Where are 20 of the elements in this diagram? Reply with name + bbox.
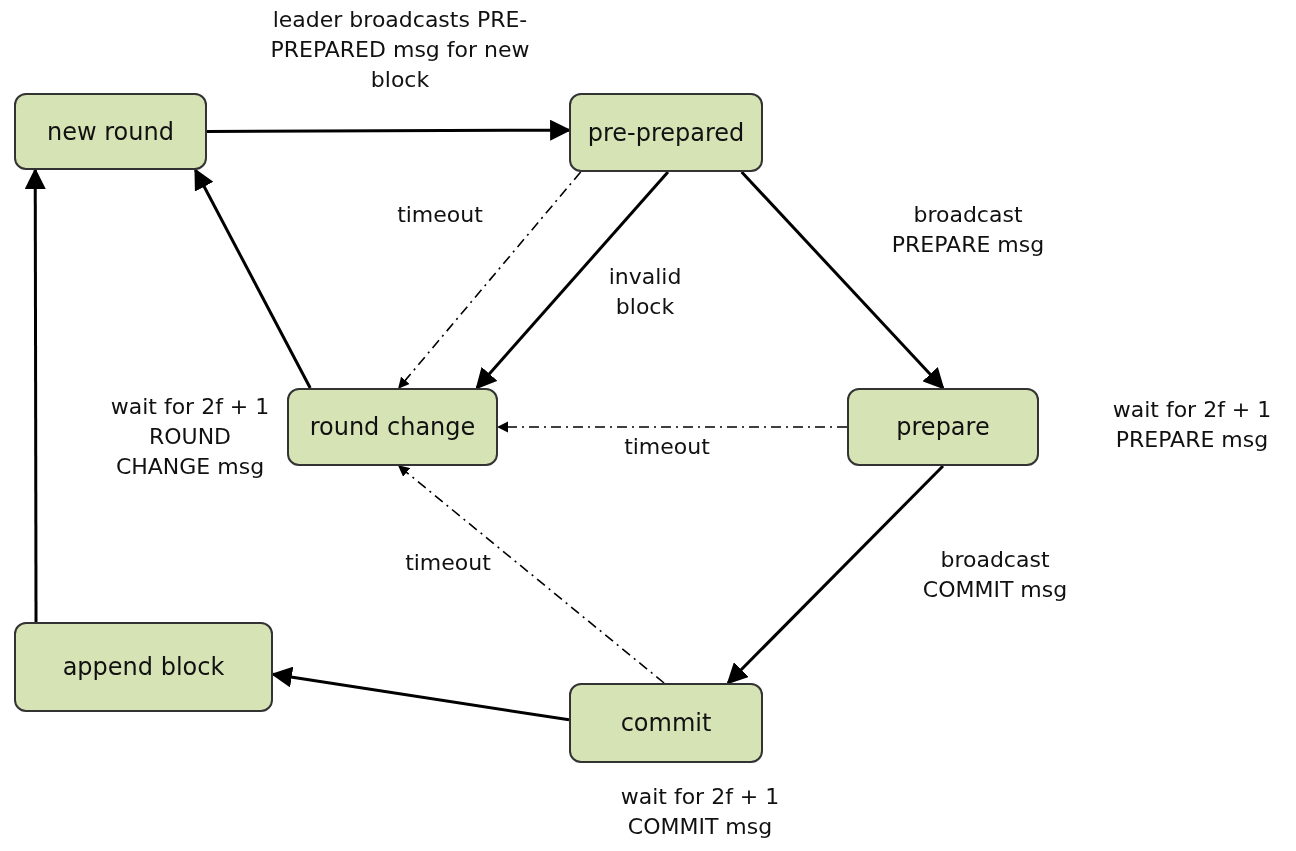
arrow xyxy=(496,421,848,433)
state-label: append block xyxy=(62,653,225,681)
arrow xyxy=(475,171,670,390)
state-label: new round xyxy=(47,117,174,146)
arrow xyxy=(398,171,582,389)
arrow xyxy=(740,170,945,390)
state-box xyxy=(569,93,763,172)
state-box xyxy=(569,683,763,763)
state-box xyxy=(14,622,273,712)
state-label: round change xyxy=(309,413,476,441)
arrow xyxy=(397,465,665,684)
state-box xyxy=(847,388,1039,466)
arrow xyxy=(24,167,46,622)
state-label: commit xyxy=(620,709,712,737)
state-box xyxy=(287,388,498,466)
state-box xyxy=(14,93,207,170)
state-label: prepare xyxy=(896,413,990,441)
arrow xyxy=(194,168,312,389)
arrow xyxy=(726,464,945,685)
state-label: pre-prepared xyxy=(587,118,745,147)
